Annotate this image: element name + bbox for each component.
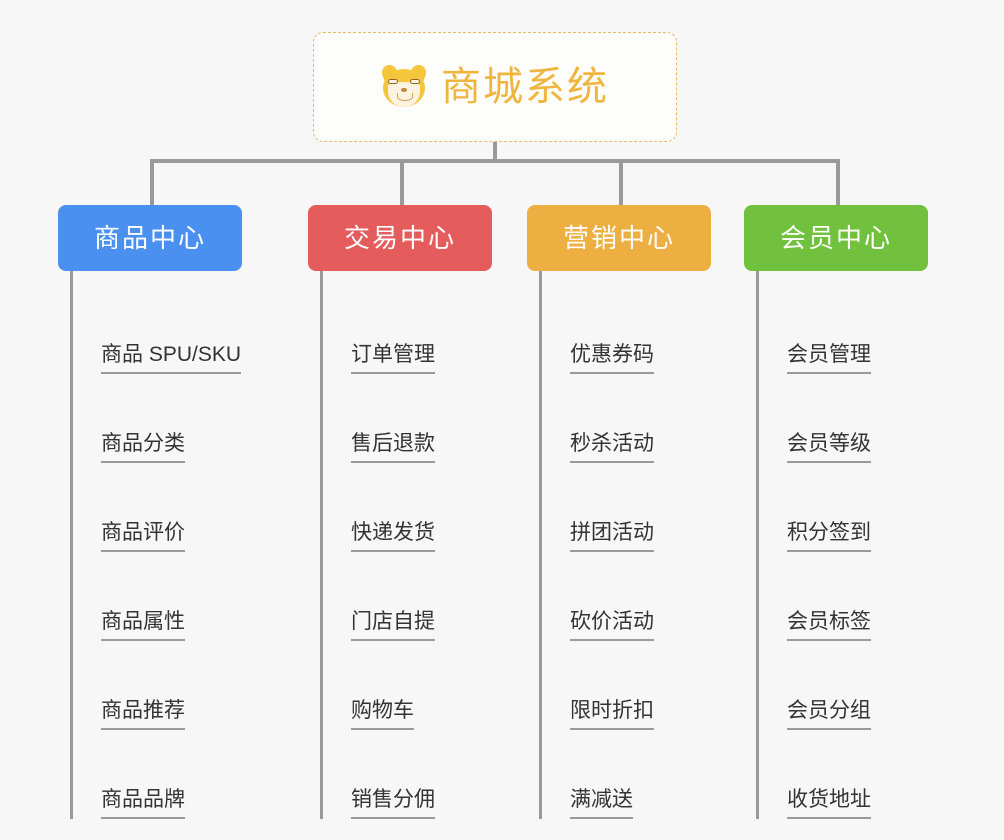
connector-drop-2	[400, 159, 404, 206]
leaf-label: 订单管理	[351, 343, 435, 374]
list-item[interactable]: 收货地址	[759, 730, 928, 819]
list-item[interactable]: 商品品牌	[73, 730, 242, 819]
connector-drop-1	[150, 159, 154, 206]
leaf-label: 商品品牌	[101, 788, 185, 819]
branch-column-2: 交易中心 订单管理 售后退款 快递发货 门店自提 购物车 销售分佣	[308, 205, 492, 819]
list-item[interactable]: 商品推荐	[73, 641, 242, 730]
shiba-dog-icon	[380, 63, 428, 110]
branch-column-1: 商品中心 商品 SPU/SKU 商品分类 商品评价 商品属性 商品推荐 商品品牌	[58, 205, 242, 819]
leaf-list-4: 会员管理 会员等级 积分签到 会员标签 会员分组 收货地址	[756, 271, 928, 819]
list-item[interactable]: 会员分组	[759, 641, 928, 730]
list-item[interactable]: 满减送	[542, 730, 711, 819]
list-item[interactable]: 销售分佣	[323, 730, 492, 819]
list-item[interactable]: 商品评价	[73, 463, 242, 552]
list-item[interactable]: 秒杀活动	[542, 374, 711, 463]
category-label-2: 交易中心	[343, 223, 456, 253]
category-box-3[interactable]: 营销中心	[527, 205, 711, 271]
root-node[interactable]: 商城系统	[313, 32, 677, 142]
leaf-label: 拼团活动	[570, 521, 654, 552]
list-item[interactable]: 砍价活动	[542, 552, 711, 641]
list-item[interactable]: 优惠券码	[542, 285, 711, 374]
connector-drop-4	[836, 159, 840, 206]
leaf-label: 购物车	[351, 699, 414, 730]
category-label-4: 会员中心	[779, 223, 892, 253]
category-box-2[interactable]: 交易中心	[308, 205, 492, 271]
category-label-1: 商品中心	[93, 223, 206, 253]
leaf-label: 满减送	[570, 788, 633, 819]
category-box-1[interactable]: 商品中心	[58, 205, 242, 271]
leaf-label: 会员等级	[787, 432, 871, 463]
leaf-label: 砍价活动	[570, 610, 654, 641]
leaf-label: 限时折扣	[570, 699, 654, 730]
list-item[interactable]: 会员管理	[759, 285, 928, 374]
connector-root-stem	[493, 142, 497, 162]
category-label-3: 营销中心	[562, 223, 675, 253]
leaf-label: 商品推荐	[101, 699, 185, 730]
leaf-label: 会员管理	[787, 343, 871, 374]
list-item[interactable]: 商品 SPU/SKU	[73, 285, 242, 374]
leaf-label: 门店自提	[351, 610, 435, 641]
leaf-label: 商品分类	[101, 432, 185, 463]
category-box-4[interactable]: 会员中心	[744, 205, 928, 271]
root-title: 商城系统	[441, 65, 609, 109]
list-item[interactable]: 拼团活动	[542, 463, 711, 552]
leaf-label: 会员标签	[787, 610, 871, 641]
branch-column-4: 会员中心 会员管理 会员等级 积分签到 会员标签 会员分组 收货地址	[744, 205, 928, 819]
list-item[interactable]: 购物车	[323, 641, 492, 730]
connector-drop-3	[619, 159, 623, 206]
list-item[interactable]: 售后退款	[323, 374, 492, 463]
leaf-label: 收货地址	[787, 788, 871, 819]
leaf-label: 秒杀活动	[570, 432, 654, 463]
leaf-label: 会员分组	[787, 699, 871, 730]
leaf-list-3: 优惠券码 秒杀活动 拼团活动 砍价活动 限时折扣 满减送	[539, 271, 711, 819]
branch-column-3: 营销中心 优惠券码 秒杀活动 拼团活动 砍价活动 限时折扣 满减送	[527, 205, 711, 819]
list-item[interactable]: 限时折扣	[542, 641, 711, 730]
list-item[interactable]: 积分签到	[759, 463, 928, 552]
list-item[interactable]: 会员标签	[759, 552, 928, 641]
leaf-label: 销售分佣	[351, 788, 435, 819]
connector-horizontal-bus	[150, 159, 840, 163]
list-item[interactable]: 会员等级	[759, 374, 928, 463]
list-item[interactable]: 门店自提	[323, 552, 492, 641]
list-item[interactable]: 商品分类	[73, 374, 242, 463]
leaf-label: 优惠券码	[570, 343, 654, 374]
list-item[interactable]: 商品属性	[73, 552, 242, 641]
leaf-list-2: 订单管理 售后退款 快递发货 门店自提 购物车 销售分佣	[320, 271, 492, 819]
leaf-label: 商品 SPU/SKU	[101, 343, 242, 374]
leaf-label: 快递发货	[351, 521, 435, 552]
leaf-label: 商品属性	[101, 610, 185, 641]
list-item[interactable]: 订单管理	[323, 285, 492, 374]
leaf-label: 积分签到	[787, 521, 871, 552]
leaf-label: 商品评价	[101, 521, 185, 552]
leaf-list-1: 商品 SPU/SKU 商品分类 商品评价 商品属性 商品推荐 商品品牌	[70, 271, 242, 819]
leaf-label: 售后退款	[351, 432, 435, 463]
list-item[interactable]: 快递发货	[323, 463, 492, 552]
